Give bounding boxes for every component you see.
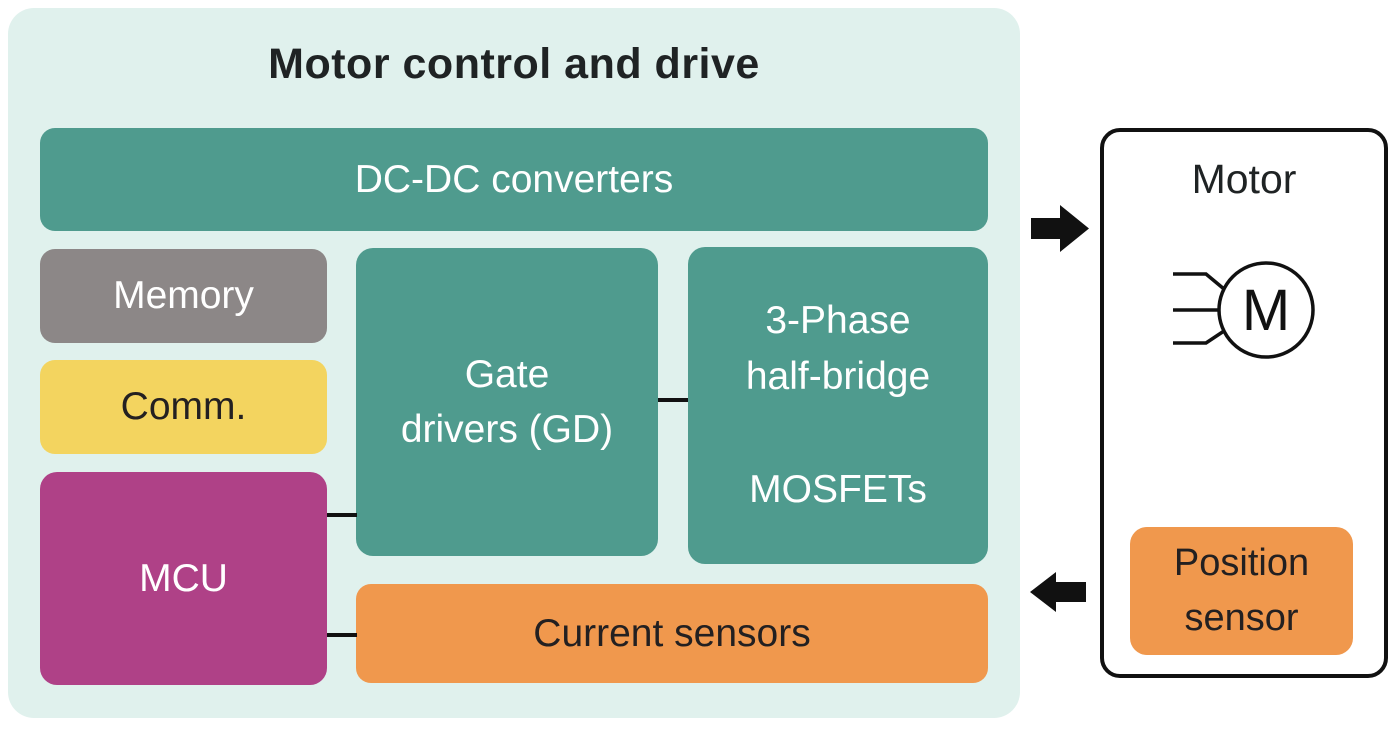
- gate-drivers-block: Gate drivers (GD): [356, 248, 658, 556]
- current-sensors-label: Current sensors: [533, 611, 811, 655]
- position-sensor-label-line2: sensor: [1184, 597, 1299, 639]
- motor-title: Motor: [1191, 156, 1297, 202]
- gate-drivers-label-line2: drivers (GD): [400, 408, 614, 451]
- half-bridge-block: 3-Phase half-bridge MOSFETs: [688, 247, 988, 564]
- position-sensor-label-line1: Position: [1173, 541, 1310, 584]
- memory-block: Memory: [40, 249, 327, 343]
- arrow-right-icon: [1031, 205, 1089, 252]
- motor-box: Motor M Position sensor: [1100, 128, 1388, 678]
- connector-gatedrivers-halfbridge: [658, 398, 688, 402]
- position-sensor-block: Position sensor: [1130, 527, 1353, 655]
- mcu-block: MCU: [40, 472, 327, 685]
- mosfets-label: MOSFETs: [749, 468, 927, 512]
- connector-mcu-currentsensors: [327, 633, 357, 637]
- motor-symbol-letter: M: [1242, 278, 1290, 343]
- connector-mcu-gatedrivers: [327, 513, 357, 517]
- comm-label: Comm.: [120, 385, 247, 429]
- panel-title: Motor control and drive: [268, 39, 760, 88]
- comm-block: Comm.: [40, 360, 327, 454]
- gate-drivers-label-line1: Gate: [464, 352, 550, 396]
- current-sensors-block: Current sensors: [356, 584, 988, 683]
- mcu-label: MCU: [139, 556, 228, 600]
- arrow-left-icon: [1030, 572, 1086, 612]
- half-bridge-label-line1: 3-Phase: [765, 299, 911, 343]
- motor-symbol-icon: M: [1173, 261, 1315, 359]
- half-bridge-label-line2: half-bridge: [745, 354, 931, 398]
- memory-label: Memory: [113, 274, 254, 318]
- dcdc-converters-label: DC-DC converters: [354, 157, 674, 201]
- dcdc-converters-block: DC-DC converters: [40, 128, 988, 231]
